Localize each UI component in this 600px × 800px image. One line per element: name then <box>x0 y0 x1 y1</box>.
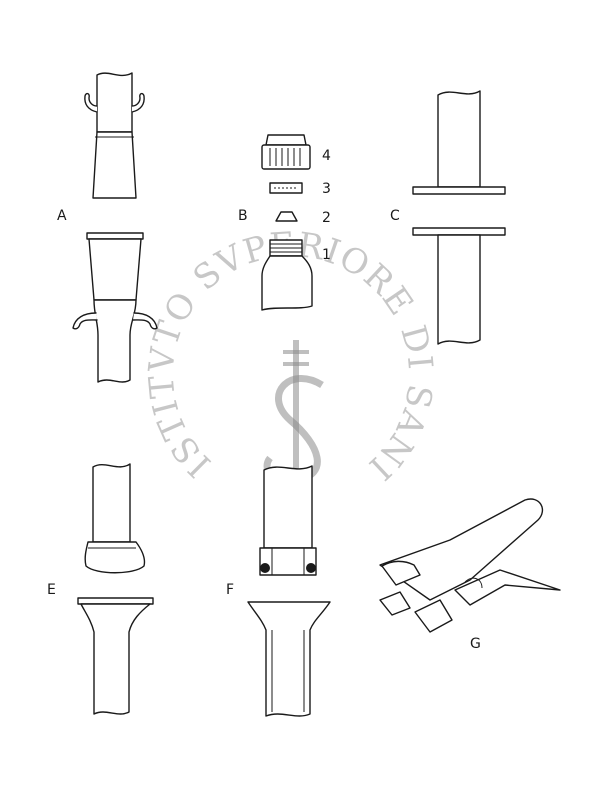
part-label-3: 3 <box>322 181 331 197</box>
joint-f: F <box>226 465 331 717</box>
clamp-pin-left <box>260 563 270 573</box>
label-g: G <box>470 636 481 652</box>
joint-a-lower <box>72 232 158 383</box>
part-3-septum <box>269 182 303 194</box>
part-label-4: 4 <box>322 148 331 164</box>
label-c: C <box>390 208 400 224</box>
watermark: ISTITVTO SVPERIORE DI SANITÀ <box>0 0 440 490</box>
joint-e: E <box>47 463 154 715</box>
part-label-2: 2 <box>322 210 331 226</box>
joint-a-upper <box>84 72 145 199</box>
pinch-clamp-g: G <box>379 498 561 652</box>
vial-b: 4 3 2 1 B <box>238 134 331 311</box>
label-a: A <box>57 208 67 224</box>
part-1-vial <box>261 239 313 311</box>
part-2-liner <box>275 211 298 222</box>
joint-a: A <box>57 72 158 383</box>
clamp-pin-right <box>306 563 316 573</box>
part-4-cap <box>261 134 311 170</box>
label-e: E <box>47 582 56 598</box>
label-f: F <box>226 582 234 598</box>
part-label-1: 1 <box>322 247 331 263</box>
watermark-text: ISTITVTO SVPERIORE DI SANITÀ <box>0 0 440 488</box>
joint-c: C <box>390 90 506 345</box>
label-b: B <box>238 208 248 224</box>
